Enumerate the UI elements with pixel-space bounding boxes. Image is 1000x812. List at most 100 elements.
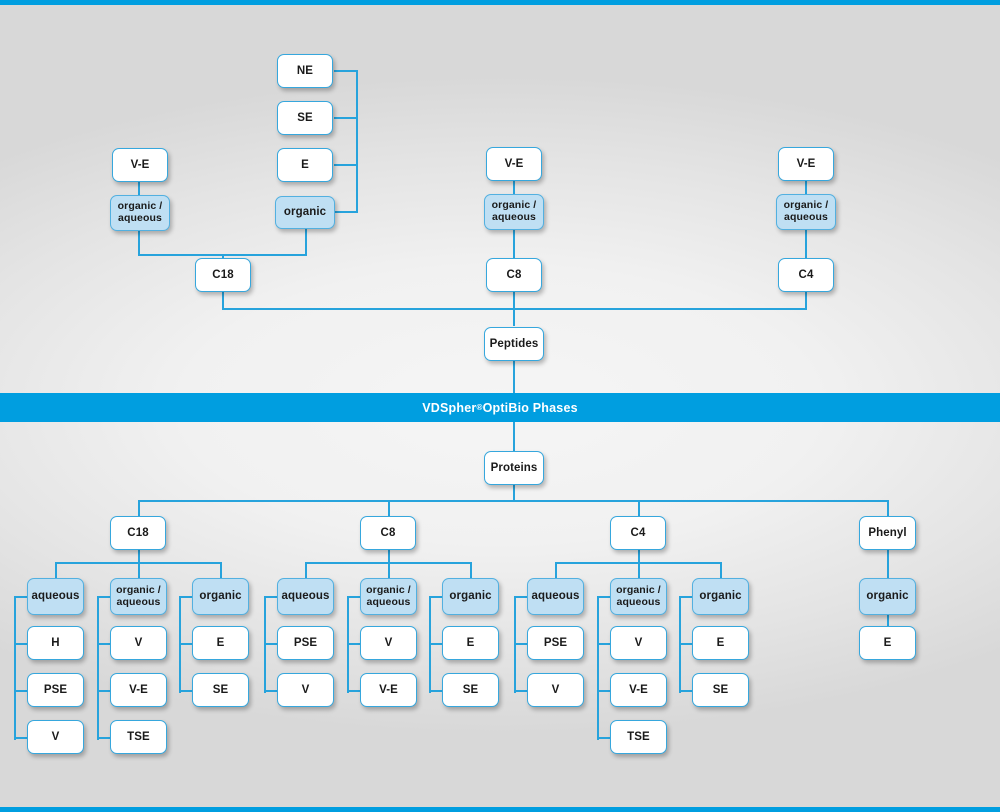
- bracket-c4-oa-s3: [597, 737, 611, 739]
- connector-c8-to-oa: [388, 562, 390, 578]
- node-c4-oa-tse[interactable]: TSE: [610, 720, 667, 754]
- connector-top-oa-c18-down: [138, 230, 140, 255]
- node-top-c4-organic-aqueous[interactable]: organic / aqueous: [776, 194, 836, 230]
- bracket-c18-oa-s3: [97, 737, 111, 739]
- node-c4-aqueous-pse[interactable]: PSE: [527, 626, 584, 660]
- connector-proteins-down: [513, 485, 515, 501]
- connector-c18-down-to-bus: [222, 292, 224, 309]
- node-c18-oa-v[interactable]: V: [110, 626, 167, 660]
- connector-c18-to-aqueous: [55, 562, 57, 578]
- bracket-c18-aqueous-s1: [14, 643, 28, 645]
- connector-c4-down-to-bus: [805, 292, 807, 309]
- connector-organic-bracket-vertical: [356, 70, 358, 213]
- bottom-accent-strip: [0, 807, 1000, 812]
- bracket-c18-aqueous: [14, 596, 16, 740]
- node-peptides[interactable]: Peptides: [484, 327, 544, 361]
- node-top-organic[interactable]: organic: [275, 196, 335, 229]
- bracket-c18-organic-s2: [179, 690, 193, 692]
- connector-phenyl-organic-to-e: [887, 615, 889, 626]
- bracket-c8-organic-s2: [429, 690, 443, 692]
- banner-text-before: VDSpher: [422, 400, 477, 415]
- node-c18-aqueous-h[interactable]: H: [27, 626, 84, 660]
- node-c8-aqueous-pse[interactable]: PSE: [277, 626, 334, 660]
- bracket-c8-aqueous-head: [264, 596, 278, 598]
- connector-bus-to-c4: [638, 500, 640, 516]
- node-c18-oa-ve[interactable]: V-E: [110, 673, 167, 707]
- node-c18-aqueous-v[interactable]: V: [27, 720, 84, 754]
- bracket-c18-aqueous-head: [14, 596, 28, 598]
- node-c8-aqueous[interactable]: aqueous: [277, 578, 334, 615]
- node-c8-oa-v[interactable]: V: [360, 626, 417, 660]
- node-c8-oa-ve[interactable]: V-E: [360, 673, 417, 707]
- node-proteins[interactable]: Proteins: [484, 451, 544, 485]
- node-top-c4[interactable]: C4: [778, 258, 834, 292]
- bracket-c8-organic-s1: [429, 643, 443, 645]
- node-top-e[interactable]: E: [277, 148, 333, 182]
- node-c4-aqueous-v[interactable]: V: [527, 673, 584, 707]
- bracket-c4-oa-s2: [597, 690, 611, 692]
- connector-top-ve-to-oa-c18: [138, 182, 140, 196]
- node-c4-organic-se[interactable]: SE: [692, 673, 749, 707]
- banner-vdspher-optibio-phases: VDSpher® OptiBio Phases: [0, 393, 1000, 422]
- connector-top-ve-to-oa-c8: [513, 181, 515, 196]
- node-phenyl-organic[interactable]: organic: [859, 578, 916, 615]
- node-c18-organic-e[interactable]: E: [192, 626, 249, 660]
- connector-c8-to-organic: [470, 562, 472, 578]
- node-c8-organic-aqueous[interactable]: organic / aqueous: [360, 578, 417, 615]
- node-c18-oa-tse[interactable]: TSE: [110, 720, 167, 754]
- node-c4-organic-aqueous[interactable]: organic / aqueous: [610, 578, 667, 615]
- connector-top-organic-down: [305, 229, 307, 255]
- connector-peptides-to-banner: [513, 361, 515, 395]
- bracket-c4-aqueous-s1: [514, 643, 528, 645]
- node-c4-organic[interactable]: organic: [692, 578, 749, 615]
- node-c8-organic-e[interactable]: E: [442, 626, 499, 660]
- connector-phenyl-to-organic: [887, 550, 889, 578]
- bracket-c8-oa-head: [347, 596, 361, 598]
- bracket-c18-organic-s1: [179, 643, 193, 645]
- node-c18-organic-aqueous[interactable]: organic / aqueous: [110, 578, 167, 615]
- node-c8-aqueous-v[interactable]: V: [277, 673, 334, 707]
- connector-c18-to-organic: [220, 562, 222, 578]
- connector-top-c18-bus-down: [222, 254, 224, 258]
- bracket-c4-organic-head: [679, 596, 693, 598]
- node-c18-aqueous[interactable]: aqueous: [27, 578, 84, 615]
- node-top-c8-organic-aqueous[interactable]: organic / aqueous: [484, 194, 544, 230]
- node-bottom-phenyl[interactable]: Phenyl: [859, 516, 916, 550]
- node-c18-organic[interactable]: organic: [192, 578, 249, 615]
- node-top-c4-ve[interactable]: V-E: [778, 147, 834, 181]
- connector-top-oa-c4-down: [805, 230, 807, 258]
- node-c4-oa-ve[interactable]: V-E: [610, 673, 667, 707]
- node-top-se[interactable]: SE: [277, 101, 333, 135]
- node-c4-organic-e[interactable]: E: [692, 626, 749, 660]
- bracket-c4-organic-s1: [679, 643, 693, 645]
- connector-c4-to-oa: [638, 562, 640, 578]
- node-phenyl-organic-e[interactable]: E: [859, 626, 916, 660]
- node-bottom-c4[interactable]: C4: [610, 516, 666, 550]
- node-top-c8[interactable]: C8: [486, 258, 542, 292]
- bracket-c18-oa-head: [97, 596, 111, 598]
- connector-top-ve-to-oa-c4: [805, 181, 807, 196]
- node-bottom-c8[interactable]: C8: [360, 516, 416, 550]
- node-top-c18[interactable]: C18: [195, 258, 251, 292]
- connector-c18-down: [138, 550, 140, 563]
- bracket-c8-organic-head: [429, 596, 443, 598]
- node-top-c18-organic-aqueous[interactable]: organic / aqueous: [110, 195, 170, 231]
- node-c18-aqueous-pse[interactable]: PSE: [27, 673, 84, 707]
- connector-ne-stub: [334, 70, 358, 72]
- node-c8-organic-se[interactable]: SE: [442, 673, 499, 707]
- node-top-c8-ve[interactable]: V-E: [486, 147, 542, 181]
- node-c8-organic[interactable]: organic: [442, 578, 499, 615]
- banner-text-after: OptiBio Phases: [482, 400, 578, 415]
- connector-c4-to-aqueous: [555, 562, 557, 578]
- node-top-c18-ve[interactable]: V-E: [112, 148, 168, 182]
- bracket-c18-aqueous-s3: [14, 737, 28, 739]
- node-bottom-c18[interactable]: C18: [110, 516, 166, 550]
- bracket-c18-oa-s1: [97, 643, 111, 645]
- node-c4-oa-v[interactable]: V: [610, 626, 667, 660]
- node-c4-aqueous[interactable]: aqueous: [527, 578, 584, 615]
- connector-bus-to-c18: [138, 500, 140, 516]
- node-top-ne[interactable]: NE: [277, 54, 333, 88]
- bracket-c18-oa-s2: [97, 690, 111, 692]
- node-c18-organic-se[interactable]: SE: [192, 673, 249, 707]
- connector-bus-to-c8: [388, 500, 390, 516]
